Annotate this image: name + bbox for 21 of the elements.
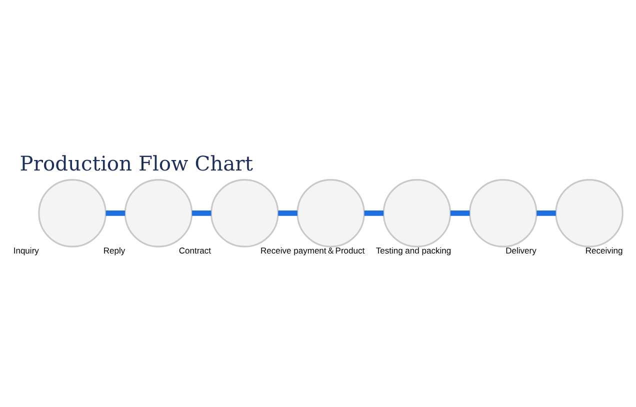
node-circle <box>124 179 193 248</box>
connector <box>278 210 298 216</box>
node-label: Receiving <box>585 245 623 256</box>
connector <box>106 210 126 216</box>
node-circle <box>38 179 106 248</box>
node-circle <box>468 179 538 248</box>
diagram-title: Production Flow Chart <box>20 151 253 176</box>
node-label: Contract <box>178 245 212 256</box>
node-label: Delivery <box>506 245 536 256</box>
connector <box>536 210 556 216</box>
connector <box>450 210 470 216</box>
node-circle <box>555 179 624 248</box>
connector <box>364 210 384 216</box>
node-label: Inquiry <box>13 245 39 256</box>
node-circle <box>382 179 452 248</box>
node-label: Receive payment＆Product <box>260 245 365 256</box>
connector <box>192 210 212 216</box>
node-label: Testing and packing <box>376 245 452 256</box>
node-label: Reply <box>103 245 126 256</box>
node-circle <box>210 179 279 248</box>
node-circle <box>296 179 365 248</box>
